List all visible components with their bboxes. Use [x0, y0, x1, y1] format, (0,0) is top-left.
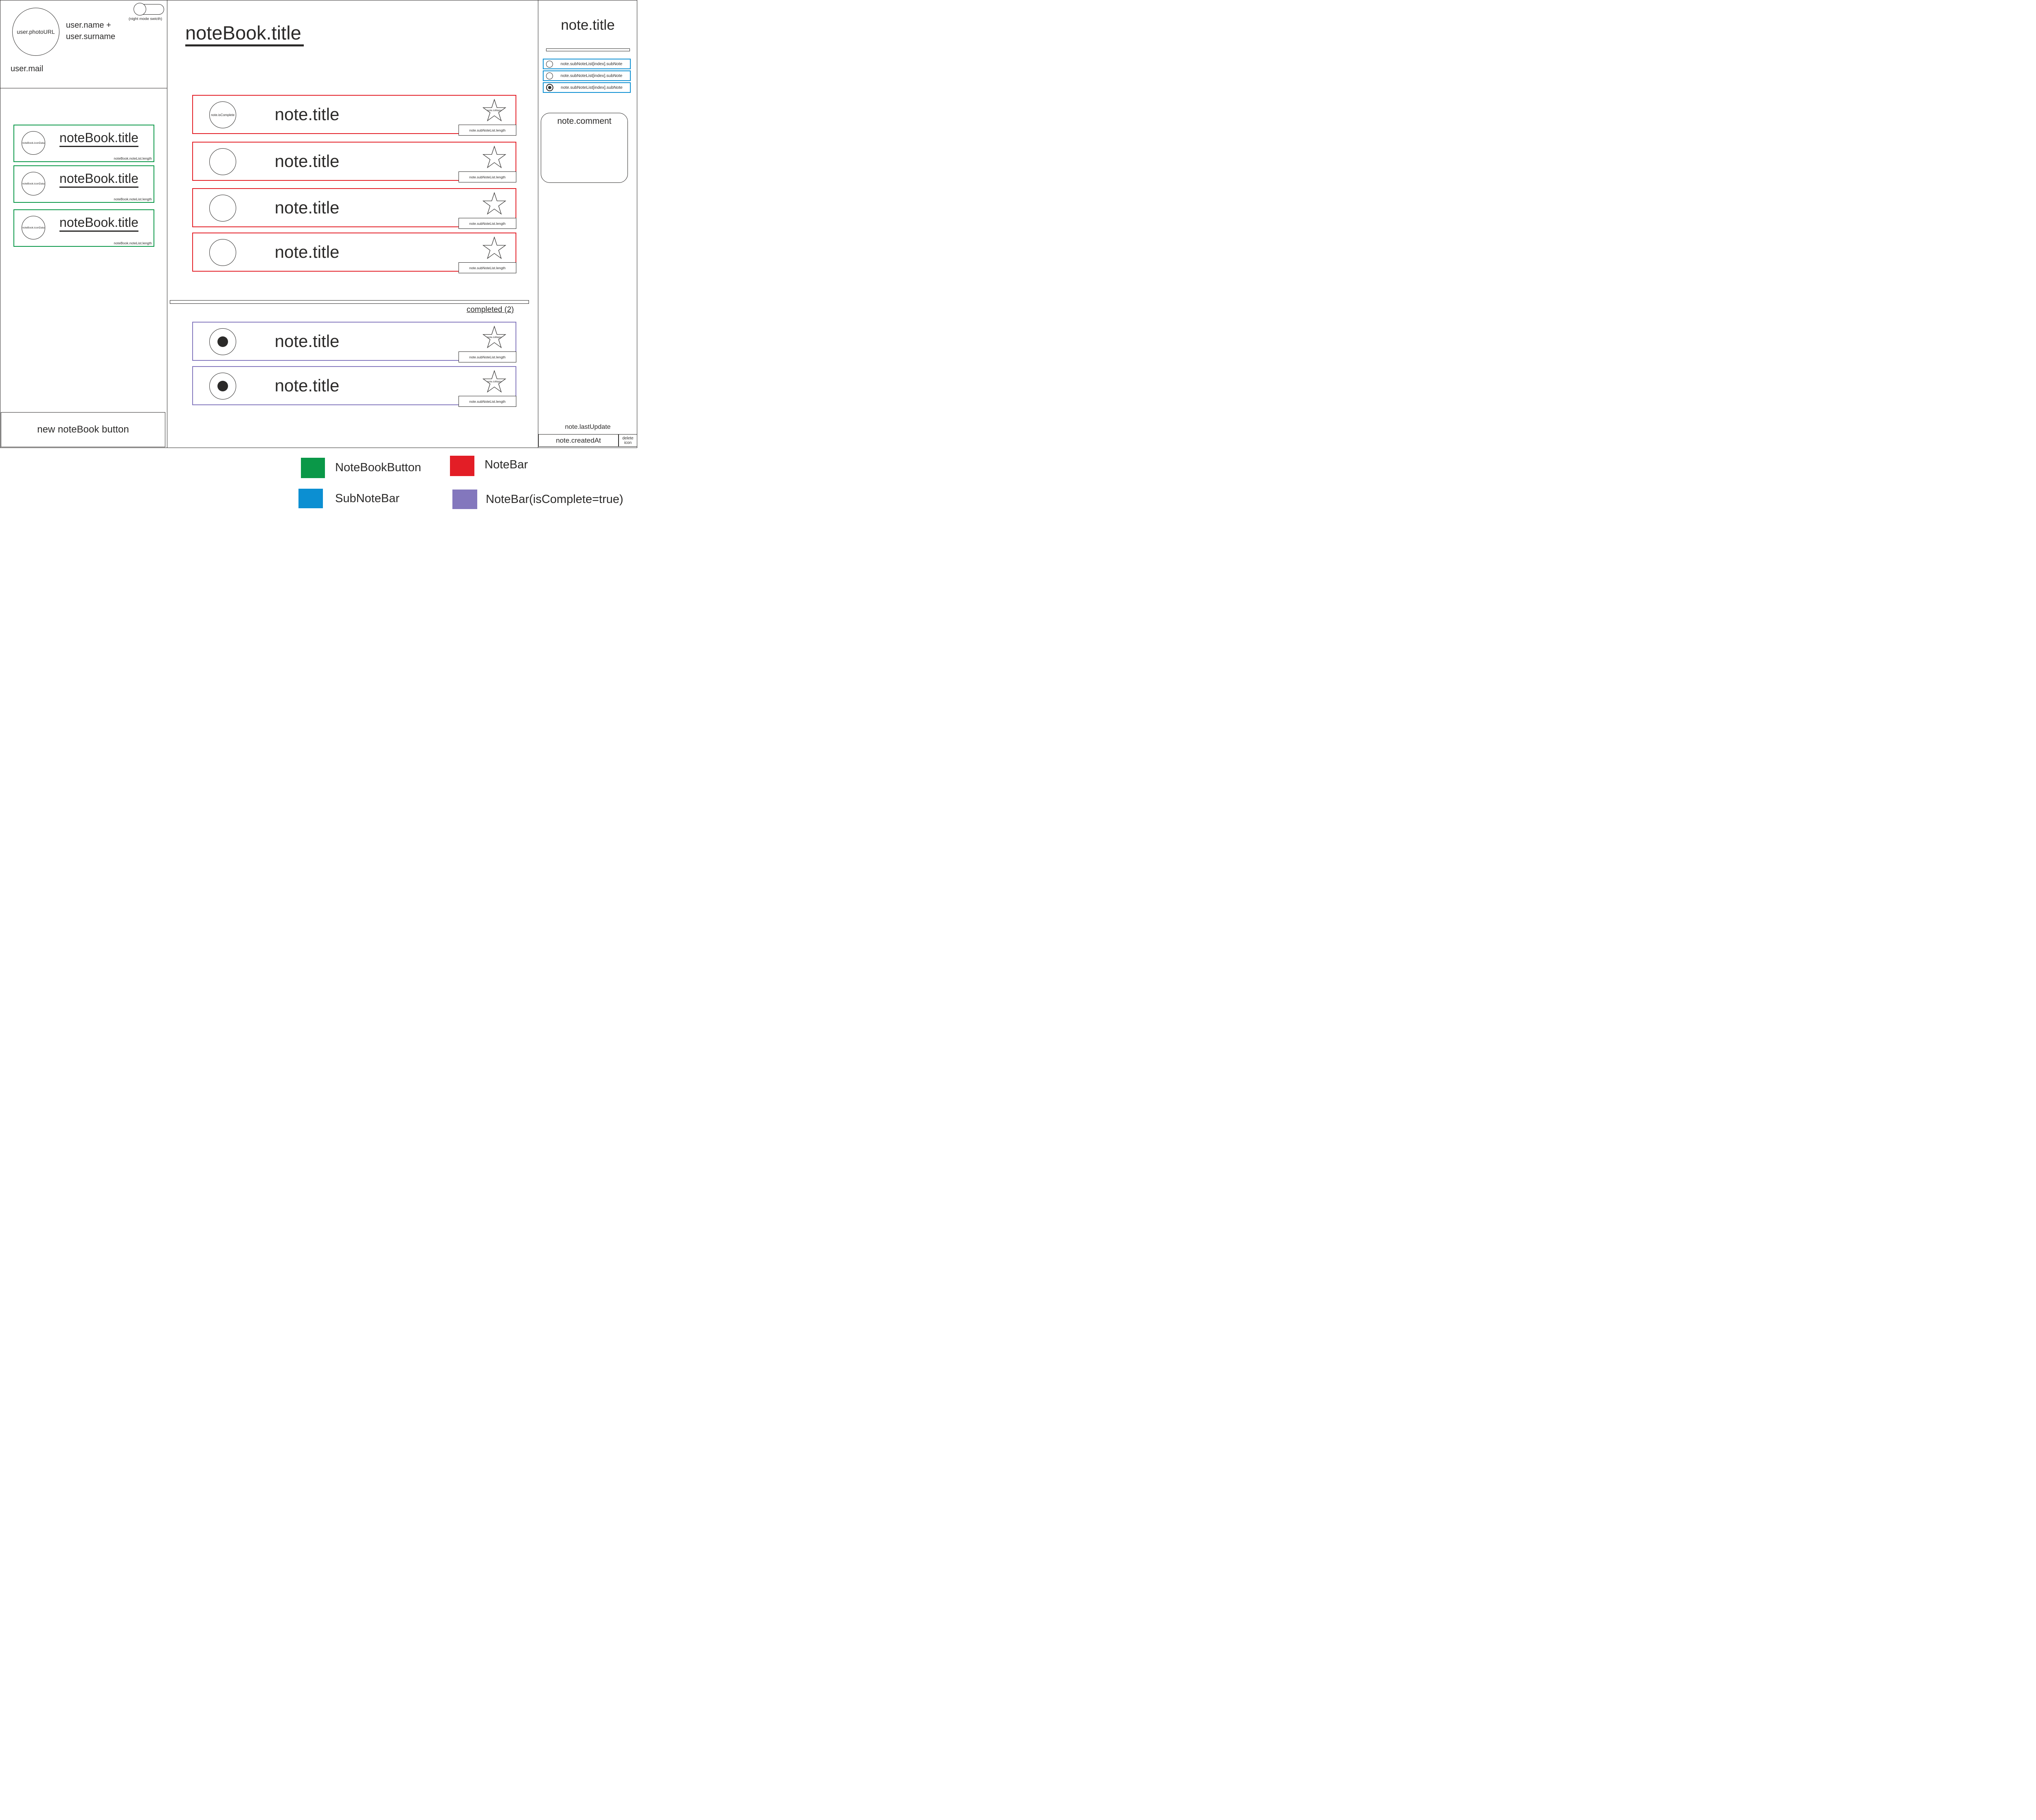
note-title: note.title [274, 151, 340, 171]
note-complete-checkbox[interactable] [209, 195, 236, 222]
sidebar-notebooks: user.photoURL user.name + user.surname (… [0, 0, 167, 448]
note-bar[interactable]: note.title note.subNoteList.length [192, 233, 516, 273]
star-icon[interactable] [482, 192, 507, 216]
subnote-radio-selected[interactable] [546, 84, 553, 91]
app-frame [0, 0, 637, 448]
notebook-icon: noteBook.iconData [22, 172, 45, 195]
notebook-title: noteBook.title [59, 215, 138, 232]
subnote-radio[interactable] [546, 72, 553, 79]
notebook-button[interactable]: noteBook.iconData noteBook.title noteBoo… [13, 125, 154, 162]
notebook-note-count: noteBook.noteList.length [114, 197, 152, 201]
completed-section-label: completed (2) [466, 305, 514, 314]
note-complete-checkbox[interactable]: note.isComplete [209, 101, 236, 128]
subnote-count-badge: note.subNoteList.length [459, 351, 516, 362]
subnote-count-badge: note.subNoteList.length [459, 171, 516, 182]
legend-swatch-notebookbutton [301, 458, 325, 478]
night-mode-toggle-knob[interactable] [134, 3, 146, 15]
legend-label-subnotebar: SubNoteBar [335, 492, 399, 505]
note-bar[interactable]: note.title note.subNoteList.length [192, 142, 516, 182]
night-mode-label: (night mode swicth) [128, 17, 162, 21]
note-comment-label: note.comment [557, 116, 612, 126]
note-last-update: note.lastUpdate [565, 424, 611, 430]
user-name: user.name + user.surname [66, 21, 116, 41]
notebook-title: noteBook.title [59, 171, 138, 188]
legend-label-notebar-complete: NoteBar(isComplete=true) [486, 493, 623, 506]
star-icon[interactable] [482, 145, 507, 170]
user-photo-placeholder: user.photoURL [17, 29, 55, 35]
completed-section-divider [170, 300, 529, 304]
note-complete-checkbox[interactable] [209, 239, 236, 266]
notebook-button[interactable]: noteBook.iconData noteBook.title noteBoo… [13, 209, 154, 247]
notebook-icon: noteBook.iconData [22, 216, 45, 239]
subnote-bar[interactable]: note.subNoteList[index].subNote [543, 82, 631, 93]
note-title: note.title [274, 105, 340, 124]
note-is-major-label: note.isMajor [487, 109, 502, 112]
delete-note-icon[interactable]: delete icon [619, 434, 637, 447]
notebook-button[interactable]: noteBook.iconData noteBook.title noteBoo… [13, 165, 154, 203]
checked-dot [217, 336, 228, 347]
notebook-note-count: noteBook.noteList.length [114, 241, 152, 245]
note-bar[interactable]: note.title note.subNoteList.length [192, 188, 516, 229]
star-icon[interactable] [482, 236, 507, 261]
note-complete-checkbox-checked[interactable] [209, 328, 236, 355]
subnote-bar[interactable]: note.subNoteList[index].subNote [543, 70, 631, 81]
note-complete-checkbox[interactable] [209, 148, 236, 175]
legend-swatch-notebar [450, 456, 474, 476]
note-created-at: note.createdAt [538, 434, 619, 447]
subnote-bar[interactable]: note.subNoteList[index].subNote [543, 59, 631, 69]
notebook-title: noteBook.title [59, 130, 138, 147]
legend-label-notebookbutton: NoteBookButton [335, 461, 421, 474]
note-detail-panel: note.title note.subNoteList[index].subNo… [538, 0, 637, 448]
note-detail-title: note.title [561, 17, 615, 33]
note-complete-checkbox-checked[interactable] [209, 373, 236, 400]
legend-swatch-notebar-complete [452, 490, 477, 509]
notebook-page-title: noteBook.title [185, 22, 304, 47]
user-avatar: user.photoURL [12, 8, 59, 56]
notebook-icon: noteBook.iconData [22, 131, 45, 155]
subnote-radio[interactable] [546, 60, 553, 68]
note-is-major-label: note.isMajor [487, 336, 502, 339]
note-title: note.title [274, 242, 340, 261]
note-comment-box[interactable]: note.comment [541, 113, 628, 183]
legend-label-notebar: NoteBar [485, 458, 528, 471]
note-bar-completed[interactable]: note.title note.isMajor note.subNoteList… [192, 322, 516, 362]
note-bar-completed[interactable]: note.title note.isMajor note.subNoteList… [192, 366, 516, 407]
subnote-count-badge: note.subNoteList.length [459, 262, 516, 273]
note-title: note.title [274, 332, 340, 351]
note-bar[interactable]: note.isComplete note.title note.isMajor … [192, 95, 516, 136]
subnote-count-badge: note.subNoteList.length [459, 396, 516, 407]
note-is-major-label: note.isMajor [487, 380, 502, 383]
detail-title-divider [546, 48, 630, 51]
notebook-note-count: noteBook.noteList.length [114, 156, 152, 160]
star-icon[interactable] [482, 99, 507, 123]
new-notebook-button[interactable]: new noteBook button [1, 412, 165, 447]
checked-dot [217, 381, 228, 391]
user-section: user.photoURL user.name + user.surname (… [0, 0, 167, 88]
radio-dot [548, 86, 551, 89]
legend-swatch-subnotebar [298, 489, 323, 508]
subnote-count-badge: note.subNoteList.length [459, 218, 516, 229]
subnote-count-badge: note.subNoteList.length [459, 125, 516, 136]
note-title: note.title [274, 376, 340, 395]
star-icon[interactable] [482, 370, 507, 394]
wireframe-canvas: user.photoURL user.name + user.surname (… [0, 0, 638, 509]
star-icon[interactable] [482, 325, 507, 350]
note-title: note.title [274, 198, 340, 217]
user-mail: user.mail [11, 64, 44, 73]
